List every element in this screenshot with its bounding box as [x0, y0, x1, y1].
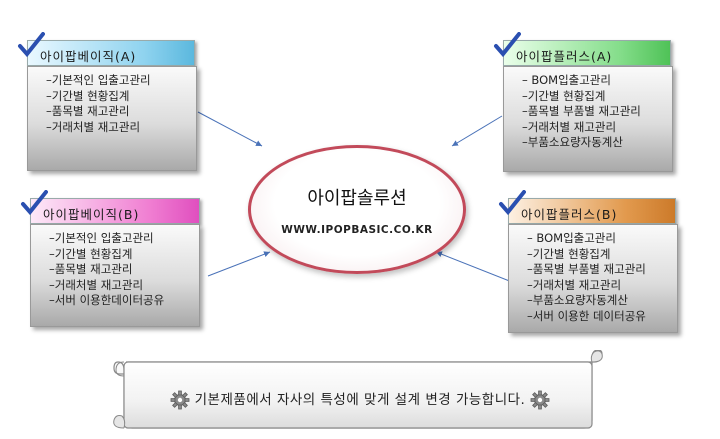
- arrow-basic-a: [197, 111, 263, 147]
- box-title: 아이팝플러스(B): [521, 207, 618, 222]
- feature-item: –기간별 현황집계: [522, 88, 606, 103]
- feature-list: – BOM입출고관리 –기간별 현황집계 –품목별 부품별 재고관리 –거래처별…: [509, 225, 677, 324]
- feature-item: –기간별 현황집계: [527, 246, 611, 261]
- checkmark-icon: [499, 190, 526, 216]
- feature-list: – BOM입출고관리 –기간별 현황집계 –품목별 부품별 재고관리 –거래처별…: [504, 67, 672, 151]
- center-title: 아이팝솔루션: [307, 188, 407, 209]
- box-body: –기본적인 입출고관리 –기간별 현황집계 –품목별 재고관리 –거래처별 재고…: [27, 66, 197, 171]
- checkmark-icon: [494, 32, 521, 58]
- feature-item: –거래처별 재고관리: [522, 119, 617, 134]
- feature-item: –기본적인 입출고관리: [46, 73, 151, 87]
- feature-item: –기간별 현황집계: [46, 88, 130, 103]
- banner-text: 기본제품에서 자사의 특성에 맞게 설계 변경 가능합니다.: [194, 392, 526, 408]
- feature-item: –품목별 부품별 재고관리: [527, 262, 646, 276]
- feature-item: – BOM입출고관리: [527, 231, 616, 245]
- box-header: 아이팝플러스(A): [503, 40, 671, 66]
- arrow-plus-a: [451, 115, 503, 147]
- checkmark-icon: [18, 32, 45, 58]
- feature-list: –기본적인 입출고관리 –기간별 현황집계 –품목별 재고관리 –거래처별 재고…: [31, 225, 199, 309]
- center-ellipse: 아이팝솔루션 WWW.IPOPBASIC.CO.KR: [248, 145, 466, 274]
- scroll-banner: [113, 350, 603, 429]
- feature-list: –기본적인 입출고관리 –기간별 현황집계 –품목별 재고관리 –거래처별 재고…: [28, 67, 196, 135]
- checkmark-icon: [21, 190, 48, 216]
- box-header: 아이팝베이직(B): [30, 198, 200, 224]
- feature-item: –기본적인 입출고관리: [49, 231, 154, 245]
- feature-item: –서버 이용한 데이터공유: [527, 308, 646, 323]
- feature-item: –품목별 재고관리: [49, 262, 133, 276]
- box-body: –기본적인 입출고관리 –기간별 현황집계 –품목별 재고관리 –거래처별 재고…: [30, 224, 200, 327]
- feature-item: – BOM입출고관리: [522, 73, 611, 87]
- arrow-plus-b: [435, 251, 513, 283]
- feature-item: –거래처별 재고관리: [49, 277, 144, 292]
- feature-item: –품목별 부품별 재고관리: [522, 104, 641, 118]
- box-title: 아이팝플러스(A): [516, 49, 613, 64]
- banner-message-row: 기본제품에서 자사의 특성에 맞게 설계 변경 가능합니다.: [0, 388, 720, 410]
- gear-icon: [530, 390, 550, 410]
- feature-item: –기간별 현황집계: [49, 246, 133, 261]
- feature-item: –부품소요량자동계산: [527, 293, 628, 307]
- feature-item: –품목별 재고관리: [46, 104, 130, 118]
- box-body: – BOM입출고관리 –기간별 현황집계 –품목별 부품별 재고관리 –거래처별…: [503, 66, 673, 172]
- website-url: WWW.IPOPBASIC.CO.KR: [281, 224, 433, 236]
- box-body: – BOM입출고관리 –기간별 현황집계 –품목별 부품별 재고관리 –거래처별…: [508, 224, 678, 333]
- box-title: 아이팝베이직(A): [40, 49, 137, 64]
- arrow-basic-b: [207, 251, 271, 277]
- feature-item: –거래처별 재고관리: [46, 119, 141, 134]
- box-header: 아이팝베이직(A): [27, 40, 195, 66]
- feature-item: –서버 이용한데이터공유: [49, 293, 165, 307]
- feature-item: –거래처별 재고관리: [527, 277, 622, 292]
- box-header: 아이팝플러스(B): [508, 198, 676, 224]
- gear-icon: [170, 390, 190, 410]
- box-title: 아이팝베이직(B): [43, 207, 140, 222]
- feature-item: –부품소요량자동계산: [522, 135, 623, 149]
